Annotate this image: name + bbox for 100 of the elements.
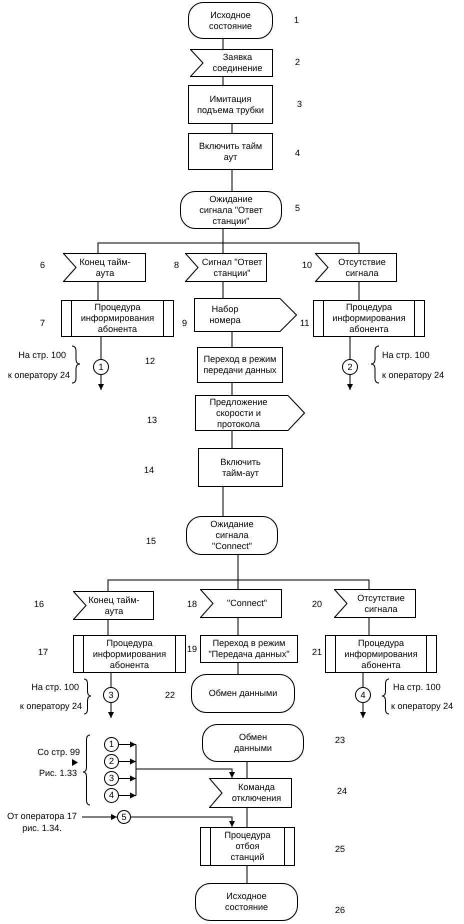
- subprocess-box: [313, 300, 425, 337]
- page-reference: к оператору 24: [8, 369, 70, 381]
- output-signal-shape: [195, 395, 305, 431]
- page-reference: к оператору 24: [391, 700, 454, 712]
- state-terminal: [186, 516, 278, 555]
- block-label: Набор номера: [208, 304, 242, 326]
- block-label: Включить тайм-аут: [219, 456, 262, 478]
- step-number: 22: [165, 689, 176, 701]
- connector-circle: [104, 754, 119, 769]
- process-box: [200, 635, 298, 663]
- connector-number: 1: [108, 739, 114, 750]
- block-label: Исходное состояние: [224, 891, 269, 913]
- block-label: Процедура информирования абонента: [331, 302, 407, 335]
- process-box: [198, 448, 283, 487]
- connector-circle: [103, 687, 119, 703]
- block-label: Ожидание сигнала "Ответ станции": [198, 194, 264, 226]
- connector-number: 2: [108, 756, 114, 767]
- step-number: 8: [174, 259, 180, 271]
- input-signal-shape: [190, 49, 273, 77]
- connector-circle: [104, 788, 119, 803]
- input-signal-shape: [334, 589, 416, 618]
- connector-line: [222, 486, 224, 516]
- block-label: Конец тайм-аута: [88, 594, 140, 616]
- step-number: 17: [38, 646, 48, 658]
- process-box: [197, 347, 283, 383]
- input-signal-shape: [73, 591, 154, 620]
- connector-circle: [342, 359, 358, 375]
- arrow: [118, 758, 136, 764]
- arrow: [136, 744, 235, 796]
- state-terminal: [202, 724, 304, 762]
- subprocess-box: [200, 827, 295, 866]
- page-reference: к оператору 24: [20, 700, 82, 712]
- subprocess-box: [325, 635, 437, 673]
- step-number: 7: [40, 317, 46, 329]
- step-number: 9: [182, 317, 188, 329]
- step-number: 25: [335, 843, 346, 855]
- connector-circle: [104, 771, 119, 786]
- connector-line: [368, 618, 370, 636]
- step-number: 23: [335, 734, 346, 746]
- connector-line: [358, 282, 360, 300]
- connector-circle: [104, 737, 119, 752]
- arrow: [347, 374, 353, 390]
- connector-line: [246, 762, 248, 778]
- connector-number: 3: [108, 690, 114, 700]
- page-reference: Рис. 1.33: [38, 767, 77, 779]
- step-number: 6: [40, 259, 46, 271]
- arrow: [108, 702, 114, 718]
- subprocess-box: [73, 635, 186, 673]
- state-terminal: [191, 674, 295, 713]
- block-label: Отсутствие сигнала: [337, 256, 387, 278]
- output-signal-shape: [194, 298, 297, 332]
- arrow: [360, 702, 366, 718]
- block-label: Процедура информирования абонента: [92, 638, 168, 670]
- step-number: 14: [144, 464, 154, 476]
- arrow: [130, 816, 235, 828]
- connector-line: [222, 282, 224, 298]
- process-box: [188, 133, 273, 170]
- step-number: 4: [295, 147, 300, 159]
- step-number: 1: [294, 14, 300, 26]
- input-signal-shape: [63, 253, 146, 282]
- arrow: [118, 776, 136, 782]
- state-terminal: [188, 2, 273, 39]
- block-label: Отсутствие сигнала: [356, 592, 406, 614]
- input-signal-shape: [209, 778, 292, 808]
- step-number: 3: [297, 98, 302, 110]
- page-reference: к оператору 24: [382, 369, 444, 381]
- block-label: Обмен данными: [208, 688, 278, 699]
- block-label: Включить тайм аут: [198, 140, 264, 162]
- step-number: 13: [147, 414, 158, 426]
- step-number: 24: [337, 785, 348, 797]
- block-label: Исходное состояние: [208, 10, 253, 32]
- connector-line: [222, 228, 360, 254]
- block-label: Команда отключения: [230, 782, 282, 804]
- input-signal-shape: [315, 253, 397, 282]
- connector-number: 1: [98, 362, 104, 372]
- block-label: Процедура отбоя станций: [223, 830, 272, 863]
- step-number: 21: [312, 646, 322, 658]
- block-label: "Connect": [227, 598, 267, 609]
- connector-line: [222, 76, 224, 86]
- step-number: 11: [300, 317, 310, 329]
- block-label: Ожидание сигнала "Connect": [209, 519, 255, 552]
- connector-circle: [117, 810, 131, 824]
- block-label: Переход в режим передачи данных: [202, 354, 278, 376]
- block-label: Сигнал "Ответ станции": [200, 256, 264, 278]
- block-label: Обмен данными: [233, 732, 273, 754]
- state-terminal: [195, 883, 298, 921]
- arrow: [82, 814, 118, 820]
- step-number: 15: [146, 535, 156, 547]
- connector-circle: [93, 359, 109, 375]
- connector-line: [110, 672, 112, 688]
- page-reference: Со стр. 99: [37, 746, 80, 758]
- page-reference: На стр. 100: [382, 349, 430, 361]
- connector-line: [222, 38, 224, 50]
- block-label: Переход в режим "Передача данных": [207, 638, 291, 660]
- arrow: [118, 742, 136, 748]
- block-label: Предложение скорости и протокола: [208, 396, 268, 430]
- step-number: 19: [187, 643, 198, 655]
- step-number: 20: [312, 598, 322, 610]
- connector-number: 4: [360, 690, 366, 700]
- step-number: 16: [34, 598, 44, 610]
